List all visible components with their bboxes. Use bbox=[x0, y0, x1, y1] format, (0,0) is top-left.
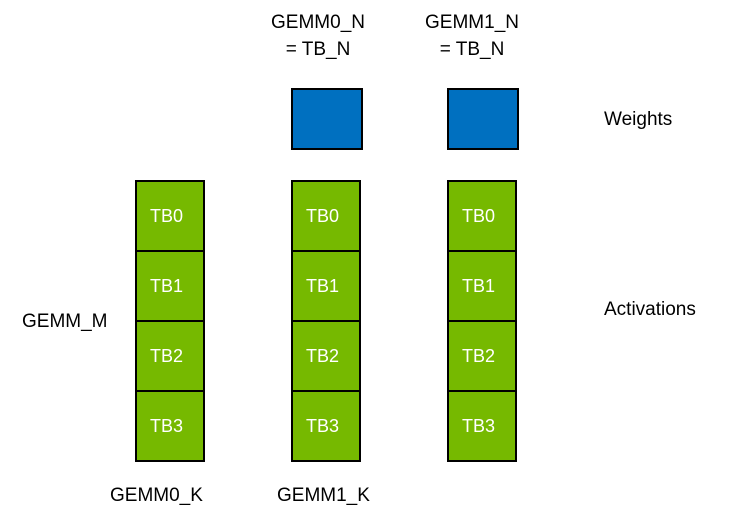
activation-column-0: TB0 TB1 TB2 TB3 bbox=[135, 180, 205, 462]
activations-label: Activations bbox=[604, 299, 696, 320]
tb-cell: TB0 bbox=[135, 180, 205, 252]
tb-cell: TB2 bbox=[447, 320, 517, 392]
gemm1-k-label: GEMM1_K bbox=[277, 485, 370, 506]
gemm1-n-header-line2: = TB_N bbox=[439, 38, 505, 60]
tb-cell: TB2 bbox=[135, 320, 205, 392]
weights-block-0 bbox=[291, 88, 363, 150]
tb-cell: TB1 bbox=[447, 250, 517, 322]
gemm0-n-header-line1: GEMM0_N bbox=[271, 12, 365, 33]
tb-cell: TB2 bbox=[291, 320, 361, 392]
gemm0-n-header: GEMM0_N = TB_N bbox=[258, 10, 378, 63]
tb-cell: TB3 bbox=[291, 390, 361, 462]
gemm0-k-label: GEMM0_K bbox=[110, 485, 203, 506]
gemm1-n-header: GEMM1_N = TB_N bbox=[412, 10, 532, 63]
tb-cell: TB0 bbox=[447, 180, 517, 252]
gemm-m-label: GEMM_M bbox=[22, 311, 108, 332]
gemm1-n-header-line1: GEMM1_N bbox=[425, 12, 519, 33]
weights-label: Weights bbox=[604, 109, 673, 130]
tb-cell: TB3 bbox=[447, 390, 517, 462]
tb-cell: TB0 bbox=[291, 180, 361, 252]
tb-cell: TB1 bbox=[135, 250, 205, 322]
gemm0-n-header-line2: = TB_N bbox=[285, 38, 351, 60]
tb-cell: TB1 bbox=[291, 250, 361, 322]
activation-column-1: TB0 TB1 TB2 TB3 bbox=[291, 180, 361, 462]
activation-column-2: TB0 TB1 TB2 TB3 bbox=[447, 180, 517, 462]
tb-cell: TB3 bbox=[135, 390, 205, 462]
weights-block-1 bbox=[447, 88, 519, 150]
